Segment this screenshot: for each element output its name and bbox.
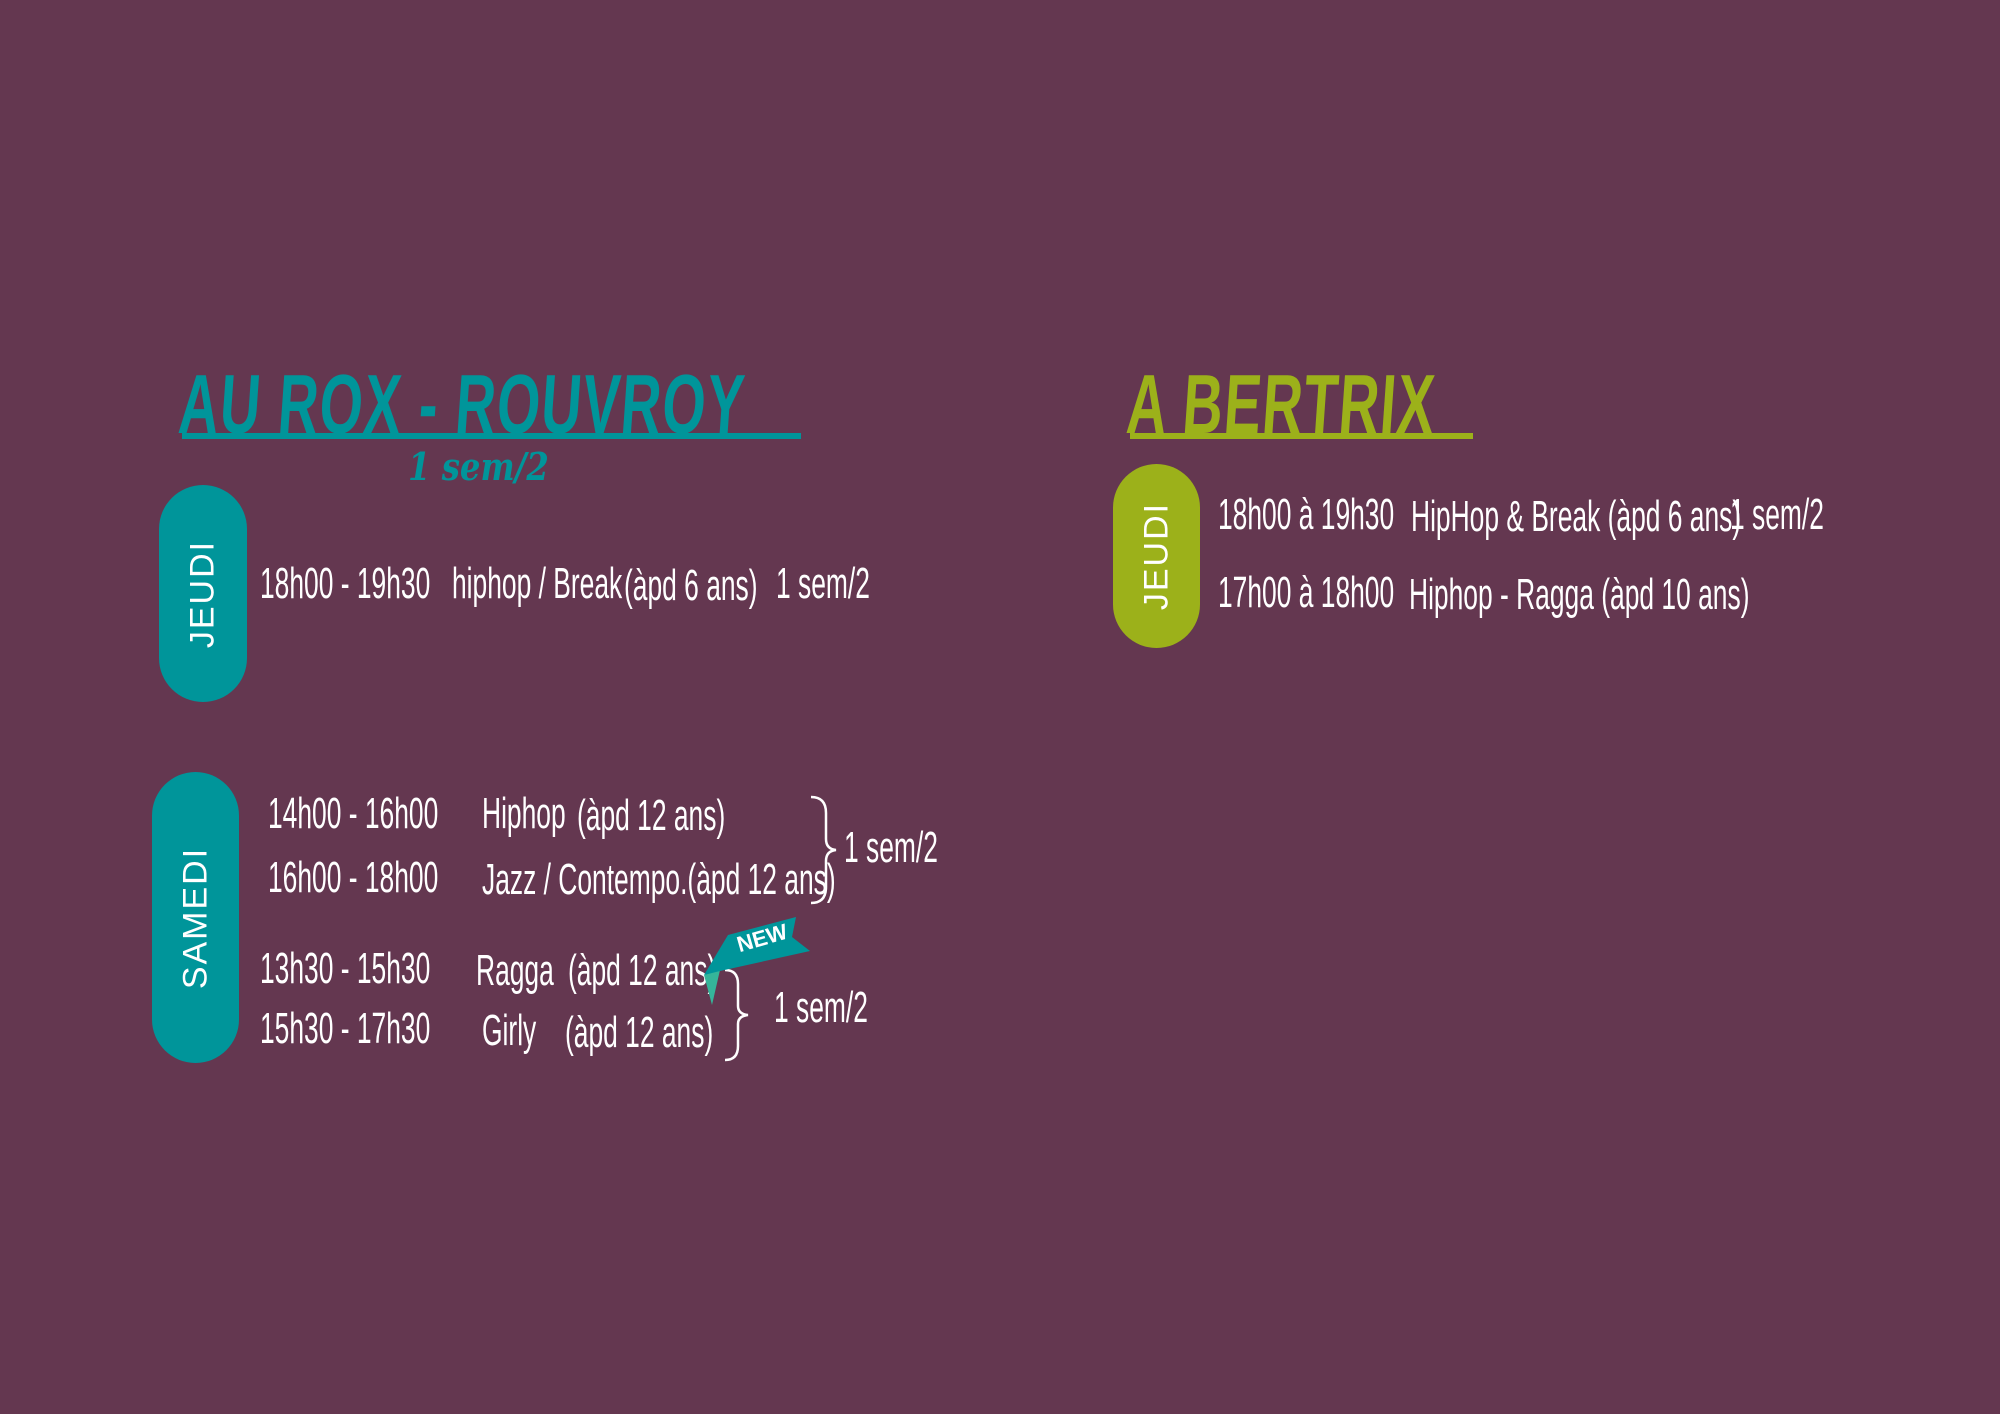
row-time: 18h00 - 19h30 [260, 559, 431, 608]
row-age: (àpd 12 ans) [577, 791, 726, 840]
row-activity: Girly [482, 1006, 537, 1055]
row-age: (àpd 12 ans) [565, 1008, 714, 1057]
row-time: 16h00 - 18h00 [268, 853, 439, 902]
rouvroy-title-underline [182, 433, 801, 439]
row-activity: Jazz / Contempo.(àpd 12 ans) [482, 855, 836, 904]
row-time: 15h30 - 17h30 [260, 1004, 431, 1053]
brace-icon [724, 968, 749, 1062]
rouvroy-subtitle: 1 sem/2 [408, 444, 549, 489]
row-age: (àpd 6 ans) [624, 561, 758, 610]
row-freq: 1 sem/2 [1730, 490, 1824, 539]
row-activity: HipHop & Break (àpd 6 ans) [1411, 492, 1742, 541]
row-activity: hiphop / Break [452, 559, 623, 608]
samedi-day-label: SAMEDI [176, 846, 214, 989]
row-time: 17h00 à 18h00 [1218, 568, 1395, 617]
new-ribbon-badge: NEW [700, 915, 812, 1007]
row-time: 18h00 à 19h30 [1218, 490, 1395, 539]
bertrix-jeudi-day-label: JEUDI [1137, 501, 1175, 611]
bertrix-title-underline [1130, 433, 1473, 439]
jeudi-day-label: JEUDI [183, 539, 222, 648]
jeudi-day-pill: JEUDI [159, 485, 247, 702]
row-activity: Hiphop - Ragga (àpd 10 ans) [1409, 570, 1750, 619]
row-time: 13h30 - 15h30 [260, 944, 431, 993]
row-time: 14h00 - 16h00 [268, 789, 439, 838]
brace-icon [810, 795, 837, 905]
samedi-day-pill: SAMEDI [152, 772, 239, 1063]
row-activity: Hiphop [482, 789, 566, 838]
group-freq: 1 sem/2 [844, 823, 938, 872]
group-freq: 1 sem/2 [774, 983, 868, 1032]
row-freq: 1 sem/2 [776, 559, 870, 608]
row-age: (àpd 12 ans) [568, 946, 717, 995]
row-activity: Ragga [476, 946, 554, 995]
bertrix-jeudi-day-pill: JEUDI [1113, 464, 1200, 648]
